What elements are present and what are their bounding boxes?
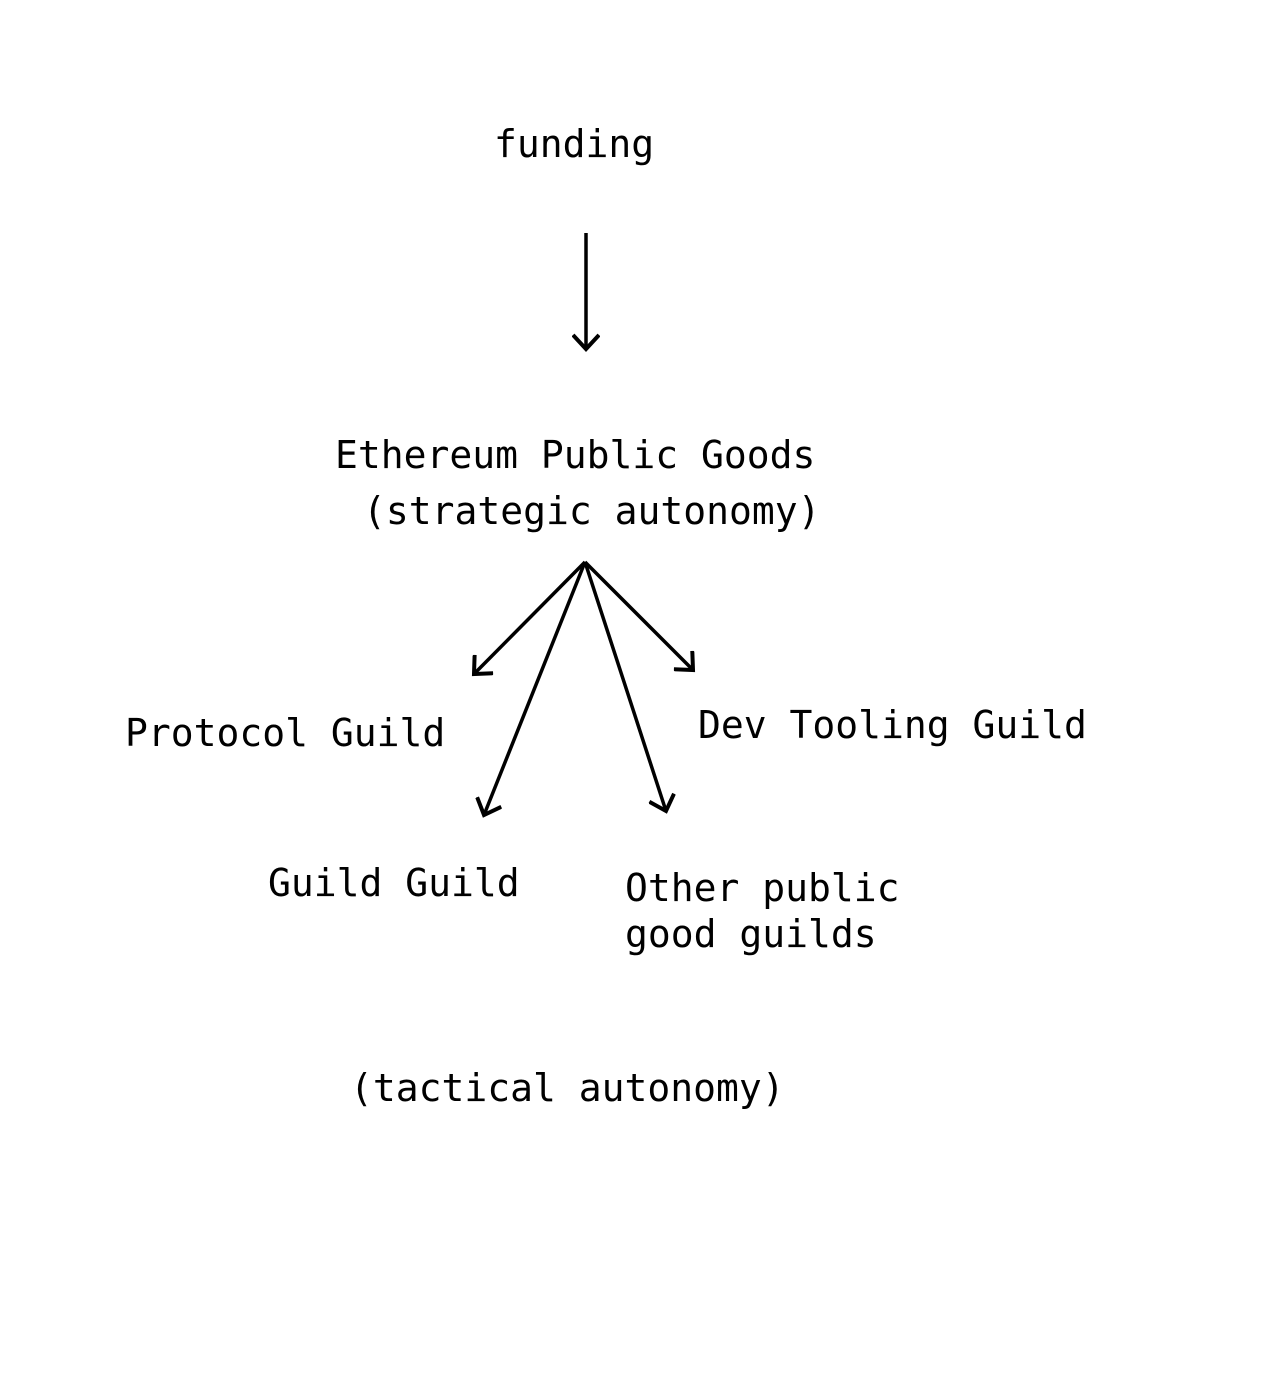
node-strategic-autonomy-label: (strategic autonomy) — [363, 489, 821, 533]
node-funding-label: funding — [494, 122, 655, 166]
node-ethereum-public-goods-label: Ethereum Public Goods — [335, 433, 816, 477]
node-other-public-good-guilds-label: Other public good guilds — [625, 866, 900, 956]
arrow-epg-to-guild-guild — [484, 561, 587, 815]
arrow-epg-to-other-guilds — [583, 561, 666, 811]
arrow-epg-to-protocol-guild — [474, 560, 587, 674]
arrow-epg-to-dev-tooling-guild — [583, 560, 693, 670]
node-protocol-guild-label: Protocol Guild — [125, 711, 446, 755]
node-guild-guild-label: Guild Guild — [268, 861, 520, 905]
node-dev-tooling-guild-label: Dev Tooling Guild — [698, 703, 1087, 747]
node-tactical-autonomy-label: (tactical autonomy) — [350, 1066, 785, 1110]
